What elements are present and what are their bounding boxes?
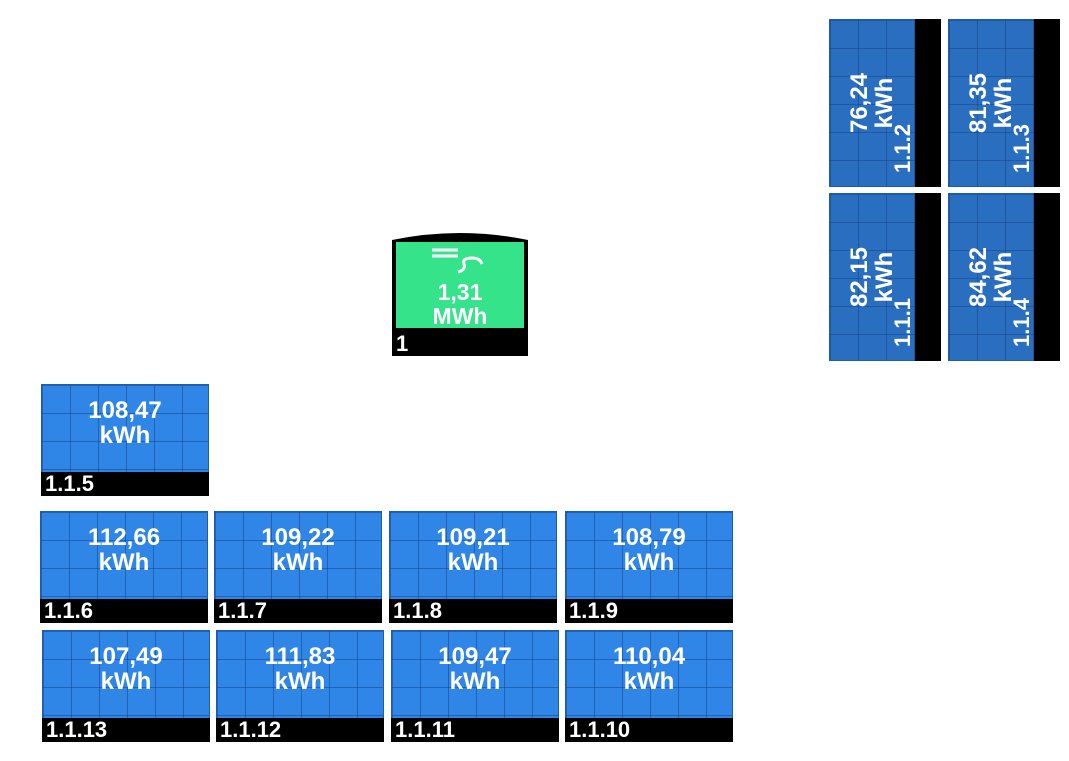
panel-id: 1.1.12 — [220, 717, 282, 742]
panel-energy-value: 84,62 — [965, 246, 992, 308]
panel-energy: 109,22 kWh — [214, 525, 382, 575]
panel-energy-value: 112,66 — [87, 524, 161, 551]
panel-1-1-12[interactable]: 111,83 kWh 1.1.12 — [216, 630, 384, 742]
panel-id-bar — [1034, 193, 1060, 361]
inverter-id: 1 — [396, 331, 409, 356]
panel-id: 1.1.8 — [393, 598, 442, 623]
panel-id-bar — [1034, 19, 1060, 187]
panel-id: 1.1.1 — [890, 298, 915, 347]
inverter-face — [396, 242, 524, 328]
panel-id-bar — [41, 472, 209, 496]
panel-1-1-6[interactable]: 112,66 kWh 1.1.6 — [40, 511, 208, 623]
panel-energy-value: 82,15 — [846, 246, 873, 308]
panel-energy: 108,79 kWh — [565, 525, 733, 575]
panel-1-1-9[interactable]: 108,79 kWh 1.1.9 — [565, 511, 733, 623]
panel-id: 1.1.7 — [218, 598, 267, 623]
panel-id-bar — [915, 19, 941, 187]
panel-id: 1.1.9 — [569, 598, 618, 623]
panel-1-1-11[interactable]: 109,47 kWh 1.1.11 — [391, 630, 559, 742]
panel-energy-value: 111,83 — [264, 643, 336, 670]
panel-id-bar — [391, 718, 559, 742]
panel-energy-unit: kWh — [274, 668, 326, 695]
panel-id-bar — [42, 718, 210, 742]
panel-1-1-2[interactable]: 76,24 kWh 1.1.2 — [829, 19, 941, 187]
inverter-energy-unit: MWh — [432, 303, 488, 329]
dc-ac-icon — [432, 248, 484, 274]
panel-energy-unit: kWh — [447, 549, 499, 576]
panel-id-bar — [915, 193, 941, 361]
panel-id-bar — [214, 599, 382, 623]
panel-energy-unit: kWh — [623, 549, 675, 576]
panel-1-1-10[interactable]: 110,04 kWh 1.1.10 — [565, 630, 733, 742]
panel-energy-unit: kWh — [623, 668, 675, 695]
panel-1-1-8[interactable]: 109,21 kWh 1.1.8 — [389, 511, 557, 623]
panel-id: 1.1.2 — [890, 124, 915, 173]
panel-1-1-7[interactable]: 109,22 kWh 1.1.7 — [214, 511, 382, 623]
panel-1-1-5[interactable]: 108,47 kWh 1.1.5 — [41, 384, 209, 496]
panel-id-bar — [389, 599, 557, 623]
panel-id: 1.1.13 — [46, 717, 108, 742]
panel-id-bar — [40, 599, 208, 623]
panel-energy: 108,47 kWh — [41, 398, 209, 448]
panel-energy-value: 109,22 — [261, 524, 335, 551]
panel-energy-value: 81,35 — [965, 72, 992, 134]
panel-energy-value: 109,21 — [436, 524, 510, 551]
panel-energy: 112,66 kWh — [40, 525, 208, 575]
panel-energy: 110,04 kWh — [565, 644, 733, 694]
panel-id-bar — [565, 599, 733, 623]
panel-1-1-4[interactable]: 84,62 kWh 1.1.4 — [948, 193, 1060, 361]
panel-energy-unit: kWh — [100, 668, 152, 695]
panel-energy-unit: kWh — [272, 549, 324, 576]
panel-energy-value: 110,04 — [612, 643, 686, 670]
panel-energy: 109,47 kWh — [391, 644, 559, 694]
inverter-shell — [392, 233, 528, 356]
panel-id: 1.1.11 — [395, 717, 455, 742]
panel-1-1-1[interactable]: 82,15 kWh 1.1.1 — [829, 193, 941, 361]
panel-energy: 107,49 kWh — [42, 644, 210, 694]
panel-energy-value: 109,47 — [438, 643, 512, 670]
panel-energy-value: 108,47 — [88, 397, 162, 424]
panel-energy-unit: kWh — [99, 422, 151, 449]
inverter-energy-value: 1,31 — [437, 279, 483, 305]
panel-energy-value: 108,79 — [612, 524, 686, 551]
panel-id: 1.1.10 — [569, 717, 631, 742]
panel-cells — [948, 193, 1060, 361]
panel-id: 1.1.5 — [45, 471, 94, 496]
panel-id: 1.1.6 — [44, 598, 93, 623]
panel-id: 1.1.3 — [1009, 124, 1034, 173]
panel-energy-unit: kWh — [449, 668, 501, 695]
panel-id: 1.1.4 — [1009, 298, 1034, 347]
panel-energy-value: 107,49 — [89, 643, 163, 670]
panel-1-1-3[interactable]: 81,35 kWh 1.1.3 — [948, 19, 1060, 187]
panel-id-bar — [216, 718, 384, 742]
panel-energy: 111,83 kWh — [216, 644, 384, 694]
panel-energy-unit: kWh — [98, 549, 150, 576]
inverter[interactable]: 1,31 MWh 1 — [390, 230, 530, 358]
panel-id-bar — [565, 718, 733, 742]
panel-energy: 109,21 kWh — [389, 525, 557, 575]
panel-energy-value: 76,24 — [846, 72, 873, 134]
panel-1-1-13[interactable]: 107,49 kWh 1.1.13 — [42, 630, 210, 742]
inverter-energy: 1,31 MWh — [390, 280, 530, 328]
